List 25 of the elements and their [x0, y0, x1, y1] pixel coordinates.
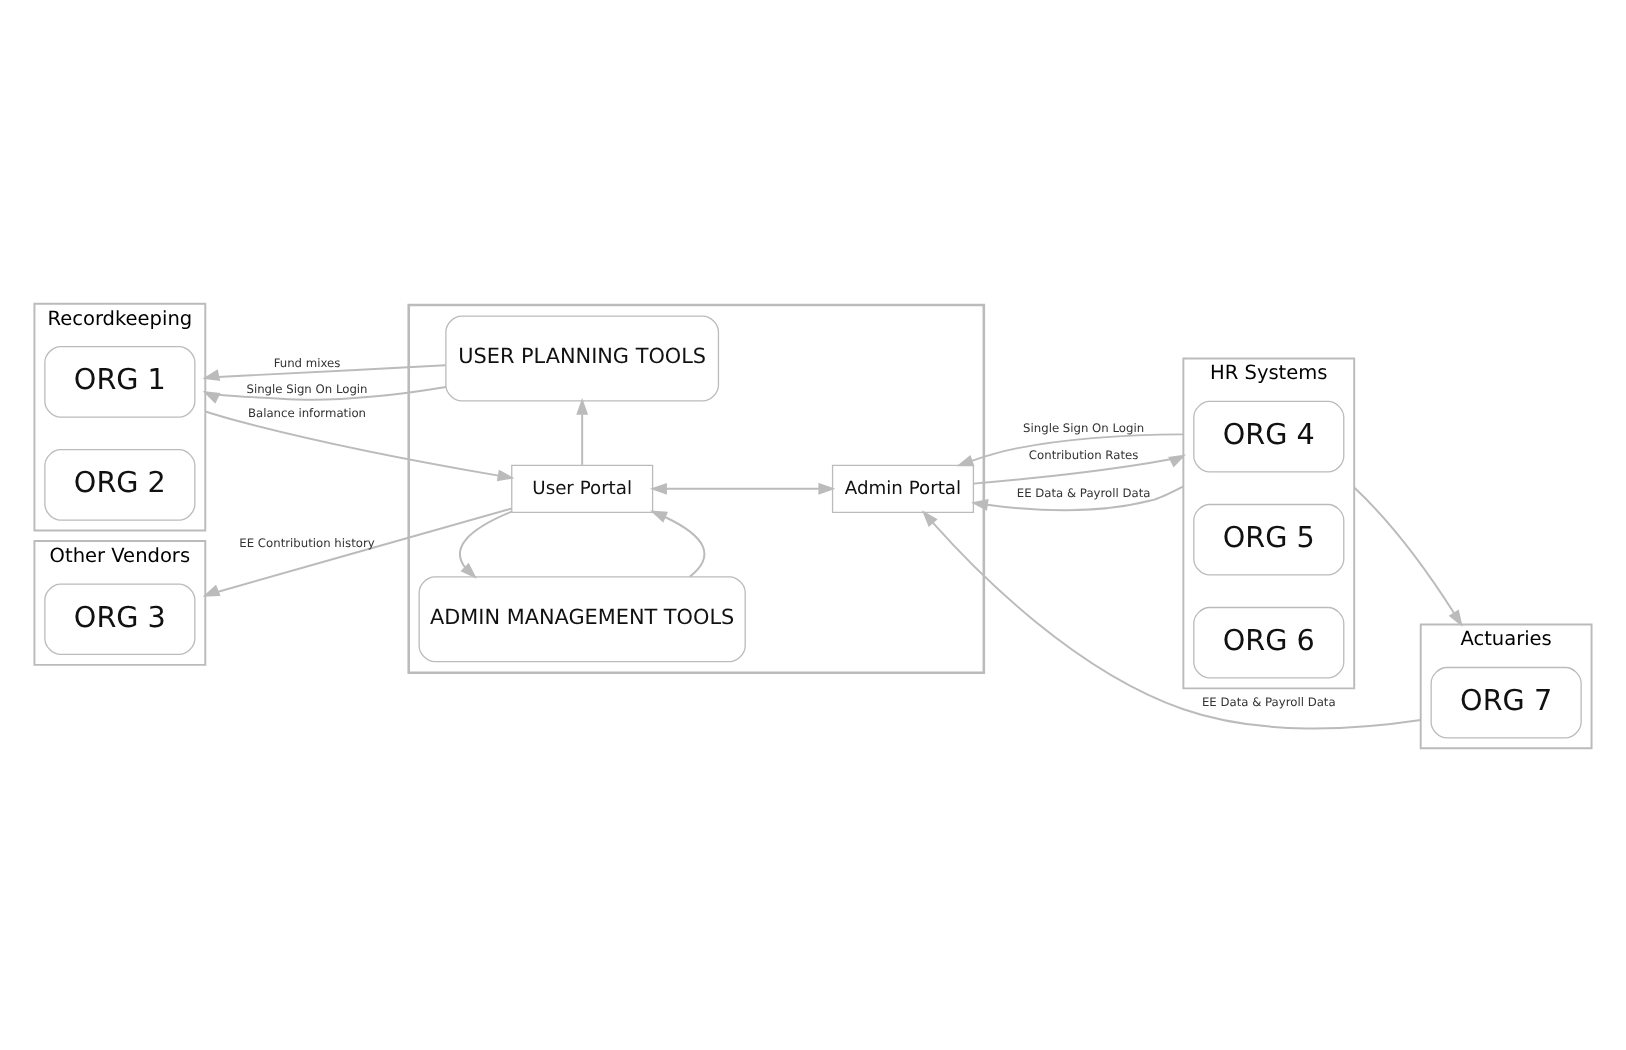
node-box: USER PLANNING TOOLS — [445, 314, 720, 401]
arrow — [971, 484, 1185, 511]
cluster — [407, 302, 986, 673]
arrow — [204, 409, 515, 481]
node-box: ORG 3 — [44, 582, 196, 655]
arrow — [202, 384, 447, 403]
arrow — [650, 509, 706, 577]
node-box: ADMIN MANAGEMENT TOOLS — [418, 575, 746, 662]
node-box: User Portal — [511, 463, 654, 512]
node-box: ORG 5 — [1193, 502, 1345, 575]
node-box: ORG 4 — [1193, 399, 1345, 472]
arrow — [202, 363, 447, 380]
arrow — [1353, 485, 1463, 626]
node-box: ORG 7 — [1430, 665, 1582, 738]
node-box: ORG 1 — [44, 345, 196, 417]
node-box: Admin Portal — [831, 463, 975, 512]
node-box: ORG 2 — [44, 448, 196, 520]
arrow — [576, 396, 589, 465]
arrow — [202, 506, 513, 596]
arrow — [649, 481, 836, 494]
arrow — [458, 509, 513, 578]
arrow — [922, 509, 1422, 729]
arrow — [956, 432, 1185, 466]
arrow — [972, 453, 1186, 484]
node-box: ORG 6 — [1193, 605, 1345, 678]
